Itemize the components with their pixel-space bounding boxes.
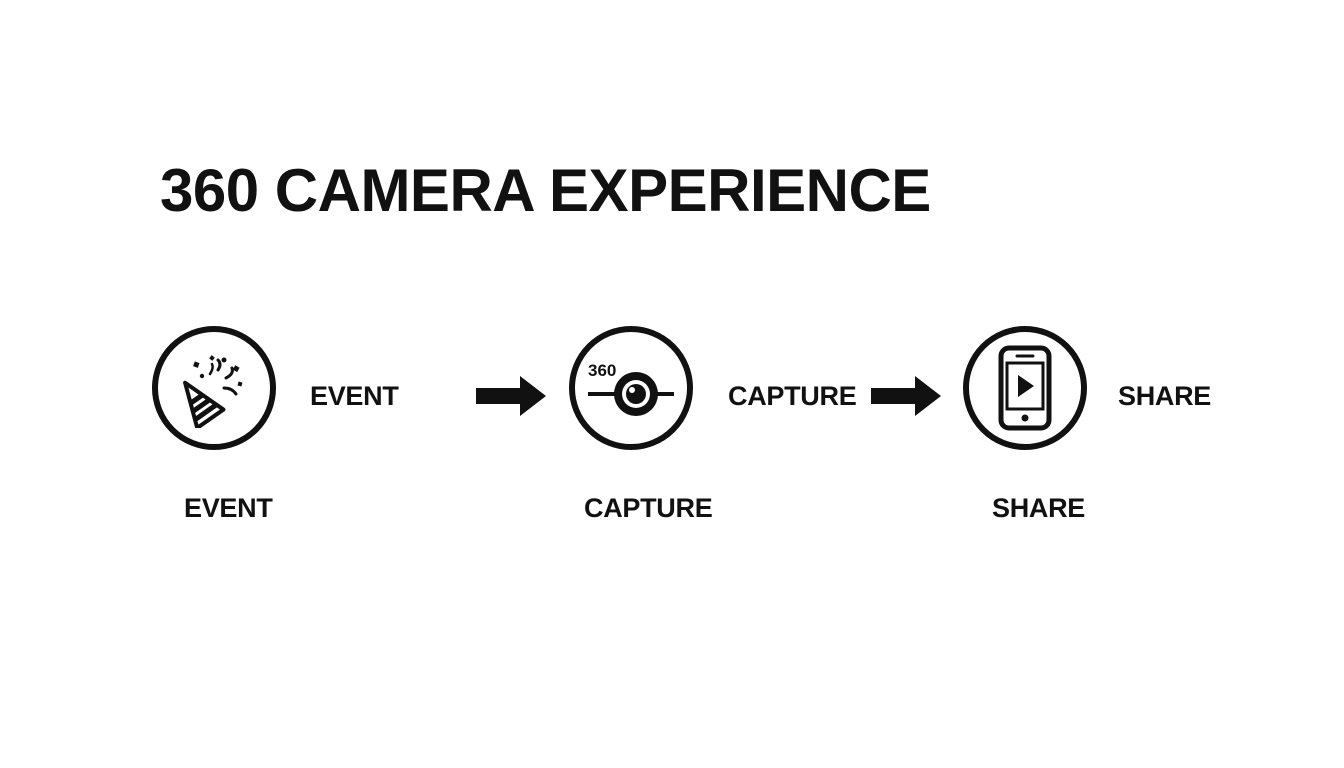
- event-step-label: EVENT: [310, 381, 399, 411]
- arrow-right-icon: [476, 376, 546, 416]
- event-step-circle: [152, 326, 276, 450]
- share-step-caption: SHARE: [992, 493, 1086, 523]
- share-step-label: SHARE: [1118, 381, 1212, 411]
- event-step-caption: EVENT: [184, 493, 273, 523]
- party-popper-icon: [183, 355, 243, 428]
- capture-step-circle: 360: [569, 326, 693, 450]
- capture-step-label: CAPTURE: [728, 381, 857, 411]
- diagram-title: 360 CAMERA EXPERIENCE: [160, 157, 931, 224]
- camera-360-icon: 360: [588, 361, 674, 416]
- smartphone-play-icon: [998, 345, 1052, 431]
- camera-360-badge: 360: [588, 361, 616, 380]
- share-step-circle: [963, 326, 1087, 450]
- arrow-right-icon: [871, 376, 941, 416]
- capture-step-caption: CAPTURE: [584, 493, 713, 523]
